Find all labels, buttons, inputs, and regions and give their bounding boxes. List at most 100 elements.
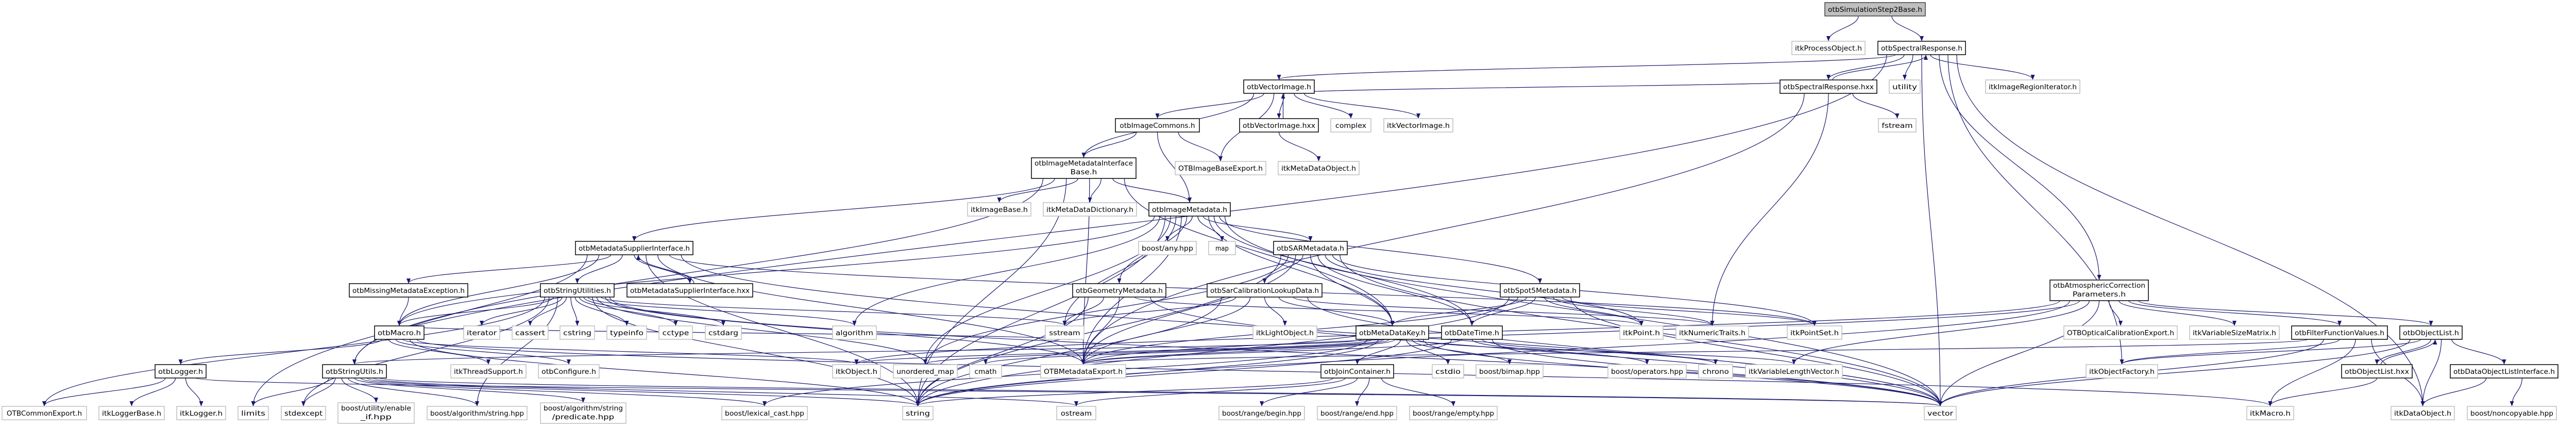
node-otbdatetime-h[interactable]: otbDateTime.h [1441,325,1503,340]
node-itkmacro-h[interactable]: itkMacro.h [2246,406,2294,420]
node-otbsimulationstep2base-h[interactable]: otbSimulationStep2Base.h [1824,2,1926,17]
edge-otbimagemetadata-h-to-otbspot5metadata-h [1219,216,1542,284]
node-otbstringutilities-h[interactable]: otbStringUtilities.h [540,283,615,298]
node-typeinfo[interactable]: typeinfo [606,325,647,340]
node-boost-lexical-cast-hpp[interactable]: boost/lexical_cast.hpp [721,406,808,420]
node-string[interactable]: string [902,406,934,420]
node-otbstringutils-h[interactable]: otbStringUtils.h [322,364,387,379]
node-itklogger-h[interactable]: itkLogger.h [176,406,226,420]
node-otbspectralresponse-h[interactable]: otbSpectralResponse.h [1877,41,1966,55]
node-map[interactable]: map [1208,241,1236,255]
node-boost-bimap-hpp[interactable]: boost/bimap.hpp [1476,364,1544,379]
node-boost-algorithm-string-predicate-hpp[interactable]: boost/algorithm/string/predicate.hpp [540,402,626,424]
node-otbmissingmetadataexception-h[interactable]: otbMissingMetadataException.h [349,283,468,298]
node-boost-utility-enable-if-hpp[interactable]: boost/utility/enable_if.hpp [337,402,415,424]
node-itkloggerbase-h[interactable]: itkLoggerBase.h [98,406,165,420]
node-box [1040,364,1126,379]
node-boost-any-hpp[interactable]: boost/any.hpp [1138,241,1197,255]
node-cstring[interactable]: cstring [560,325,595,340]
node-ostream[interactable]: ostream [1056,406,1096,420]
node-cstdarg[interactable]: cstdarg [705,325,742,340]
edge-otbgeometrymetadata-h-to-string [916,297,1089,406]
edge-otbobjectlist-hxx-to-otbobjectlist-h [2380,339,2437,365]
node-stdexcept[interactable]: stdexcept [281,406,326,420]
node-otbsarmetadata-h[interactable]: otbSARMetadata.h [1273,241,1348,255]
node-label: _if.hpp [360,414,392,421]
node-cmath[interactable]: cmath [969,364,1002,379]
node-cstdio[interactable]: cstdio [1432,364,1464,379]
node-boost-range-empty-hpp[interactable]: boost/range/empty.hpp [1409,406,1498,420]
node-unordered-map[interactable]: unordered_map [893,364,958,379]
node-itkimageregioniterator-h[interactable]: itkImageRegionIterator.h [1985,79,2080,94]
node-itkmetadatadictionary-h[interactable]: itkMetaDataDictionary.h [1043,202,1137,217]
edge-otbspectralresponse-h-to-limits [251,54,1887,406]
edge-otbspectralresponse-hxx-to-otbvectorimage-h [1281,79,1833,94]
node-otbmetadataexport-h[interactable]: OTBMetadataExport.h [1040,364,1126,379]
node-complex[interactable]: complex [1330,118,1371,133]
node-itkobject-h[interactable]: itkObject.h [832,364,881,379]
node-otbmacro-h[interactable]: otbMacro.h [374,325,425,340]
node-otbconfigure-h[interactable]: otbConfigure.h [538,364,600,379]
node-otblogger-h[interactable]: otbLogger.h [155,364,207,379]
node-boost-range-begin-hpp[interactable]: boost/range/begin.hpp [1218,406,1305,420]
node-boost-algorithm-string-hpp[interactable]: boost/algorithm/string.hpp [427,406,528,420]
node-otbmetadatasupplierinterface-hxx[interactable]: otbMetadataSupplierInterface.hxx [626,283,753,298]
node-iterator[interactable]: iterator [463,325,500,340]
edge-otbspot5metadata-h-to-otbmetadatakey-h [1390,297,1527,326]
node-boost-range-end-hpp[interactable]: boost/range/end.hpp [1317,406,1397,420]
node-limits[interactable]: limits [238,406,269,420]
node-cassert[interactable]: cassert [512,325,549,340]
node-boost-operators-hpp[interactable]: boost/operators.hpp [1607,364,1687,379]
node-itkthreadsupport-h[interactable]: itkThreadSupport.h [450,364,527,379]
node-otbdataobjectlistinterface-h[interactable]: otbDataObjectListInterface.h [2450,364,2558,379]
node-otbvectorimage-h[interactable]: otbVectorImage.h [1243,79,1315,94]
node-boost-noncopyable-hpp[interactable]: boost/noncopyable.hpp [2467,406,2557,420]
node-otbmetadatakey-h[interactable]: otbMetaDataKey.h [1355,325,1429,340]
node-utility[interactable]: utility [1889,79,1921,94]
node-otbimagecommons-h[interactable]: otbImageCommons.h [1115,118,1200,133]
node-itklightobject-h[interactable]: itkLightObject.h [1252,325,1317,340]
node-otbcommonexport-h[interactable]: OTBCommonExport.h [2,406,87,420]
node-otbobjectlist-hxx[interactable]: otbObjectList.hxx [2341,364,2413,379]
node-box [2063,325,2178,340]
node-itkvectorimage-h[interactable]: itkVectorImage.h [1383,118,1453,133]
node-itkobjectfactory-h[interactable]: itkObjectFactory.h [2086,364,2158,379]
node-itkprocessobject-h[interactable]: itkProcessObject.h [1791,41,1866,55]
node-fstream[interactable]: fstream [1878,118,1917,133]
node-box [1043,202,1137,217]
node-otbvectorimage-hxx[interactable]: otbVectorImage.hxx [1239,118,1319,133]
node-itkmetadataobject-h[interactable]: itkMetaDataObject.h [1278,161,1360,175]
node-itkimagebase-h[interactable]: itkImageBase.h [967,202,1031,217]
node-otbsarcalibrationlookupdata-h[interactable]: otbSarCalibrationLookupData.h [1207,283,1323,298]
node-otbgeometrymetadata-h[interactable]: otbGeometryMetadata.h [1072,283,1166,298]
node-itkpoint-h[interactable]: itkPoint.h [1619,325,1664,340]
edge-otbstringutils-h-to-vector [380,377,1942,406]
node-otbspectralresponse-hxx[interactable]: otbSpectralResponse.hxx [1780,79,1877,94]
node-label: complex [1335,122,1366,130]
node-itknumerictraits-h[interactable]: itkNumericTraits.h [1675,325,1749,340]
node-label: itkPoint.h [1623,330,1660,337]
edge-otbatmosphericcorrectionparameters-h-to-otbmetadataexport-h [1081,300,2080,365]
node-itkdataobject-h[interactable]: itkDataObject.h [2391,406,2455,420]
node-otbjoincontainer-h[interactable]: otbJoinContainer.h [1320,364,1394,379]
edge-otbvectorimage-h-to-itkvectorimage-h [1303,93,1420,119]
node-itkvariablelengthvector-h[interactable]: itkVariableLengthVector.h [1745,364,1843,379]
node-otbimagemetadata-h[interactable]: otbImageMetadata.h [1148,202,1231,217]
node-itkvariablesizematrix-h[interactable]: itkVariableSizeMatrix.h [2189,325,2280,340]
node-otbspot5metadata-h[interactable]: otbSpot5Metadata.h [1500,283,1580,298]
node-cctype[interactable]: cctype [658,325,693,340]
node-otbopticalcalibrationexport-h[interactable]: OTBOpticalCalibrationExport.h [2063,325,2178,340]
node-vector[interactable]: vector [1924,406,1957,420]
node-box [2189,325,2280,340]
node-otbmetadatasupplierinterface-h[interactable]: otbMetadataSupplierInterface.h [575,241,693,255]
node-chrono[interactable]: chrono [1698,364,1733,379]
node-algorithm[interactable]: algorithm [832,325,877,340]
node-otbfilterfunctionvalues-h[interactable]: otbFilterFunctionValues.h [2291,325,2388,340]
node-otbimagebaseexport-h[interactable]: OTBImageBaseExport.h [1175,161,1266,175]
edge-otbstringutilities-h-to-unordered-map [596,297,927,365]
node-sstream[interactable]: sstream [1045,325,1084,340]
node-otbobjectlist-h[interactable]: otbObjectList.h [2399,325,2463,340]
node-itkpointset-h[interactable]: itkPointSet.h [1787,325,1842,340]
